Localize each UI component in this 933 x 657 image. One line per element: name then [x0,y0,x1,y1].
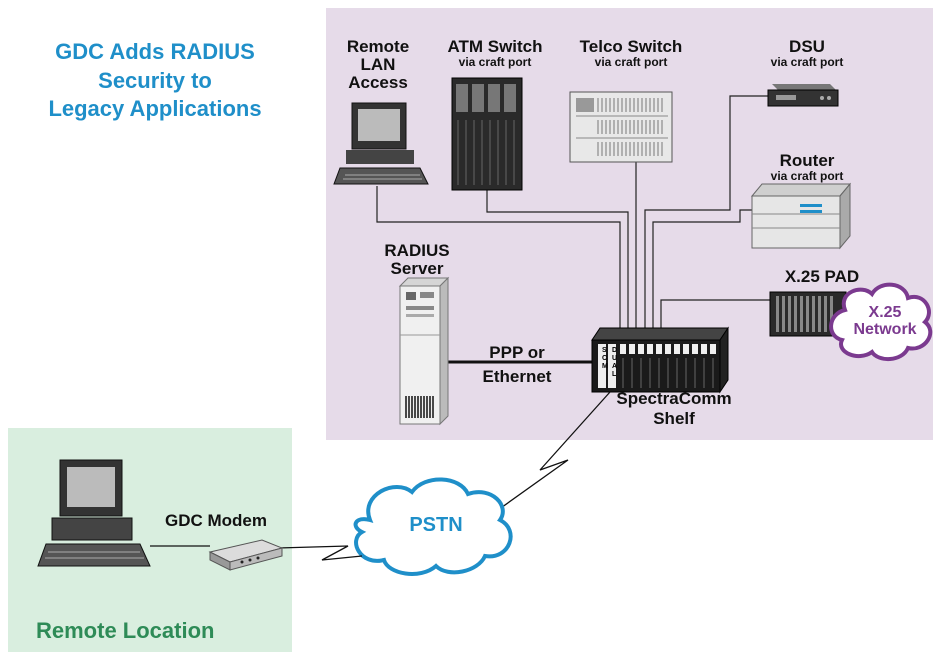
x25-network-cloud-icon [829,282,933,361]
remote-lan-line-1: Remote [346,37,410,56]
dsu-icon [767,84,839,107]
radius-server-icon [398,276,450,426]
atm-switch-label: ATM Switch via craft port [430,38,560,68]
ppp-line-2: Ethernet [482,366,552,386]
svg-text:D: D [612,347,617,354]
radius-line-2: Server [390,258,444,278]
telco-switch-name: Telco Switch [579,37,683,56]
remote-lan-line-2: LAN [360,54,396,74]
dsu-label: DSU via craft port [752,38,862,68]
dsu-name: DSU [789,37,825,56]
ppp-line-1: PPP or [489,343,545,362]
svg-text:L: L [612,371,617,378]
atm-switch-name: ATM Switch [447,37,543,56]
svg-text:U: U [612,355,617,362]
modem-pstn-link [277,545,363,561]
x25-pad-name: X.25 PAD [784,267,860,286]
telco-switch-sub: via craft port [594,54,668,69]
router-icon [750,182,852,250]
telco-switch-icon [569,91,673,163]
gdc-modem-label: GDC Modem [165,511,267,530]
x25-network-label: X.25 Network [840,304,930,339]
svg-text:C: C [602,355,607,362]
spectracomm-line-2: Shelf [653,408,695,428]
remote-lan-computer-icon [333,102,429,185]
remote-computer-icon [37,459,151,567]
connection-lines [376,95,792,330]
diagram-title: GDC Adds RADIUS Security to Legacy Appli… [20,38,290,124]
dsu-sub: via craft port [770,54,844,69]
router-name: Router [779,151,835,170]
svg-text:M: M [602,363,608,370]
telco-switch-label: Telco Switch via craft port [566,38,696,68]
radius-line-1: RADIUS [384,241,450,260]
remote-lan-line-3: Access [348,72,408,92]
radius-label: RADIUS Server [372,242,462,278]
ppp-ethernet-label: PPP or Ethernet [462,344,572,386]
title-line-1: GDC Adds RADIUS [55,39,255,64]
atm-switch-icon [451,77,523,191]
svg-text:S: S [602,347,607,354]
spectracomm-label: SpectraComm Shelf [604,390,744,428]
spectracomm-shelf-icon [591,326,729,394]
x25-pad-label: X.25 PAD [772,268,872,286]
svg-text:A: A [612,363,617,370]
remote-location-label: Remote Location [36,618,215,643]
title-line-3: Legacy Applications [48,96,262,122]
remote-lan-label: Remote LAN Access [336,38,420,92]
router-sub: via craft port [770,168,844,183]
pstn-label: PSTN [409,514,463,536]
gdc-modem-icon [208,539,284,571]
x25-network-line-2: Network [853,320,917,338]
x25-network-line-1: X.25 [868,304,902,321]
title-line-2: Security to [98,67,212,93]
atm-switch-sub: via craft port [458,54,532,69]
router-label: Router via craft port [752,152,862,182]
pstn-cloud-icon [353,477,513,576]
shelf-pstn-link [469,391,611,531]
spectracomm-line-1: SpectraComm [616,389,732,408]
